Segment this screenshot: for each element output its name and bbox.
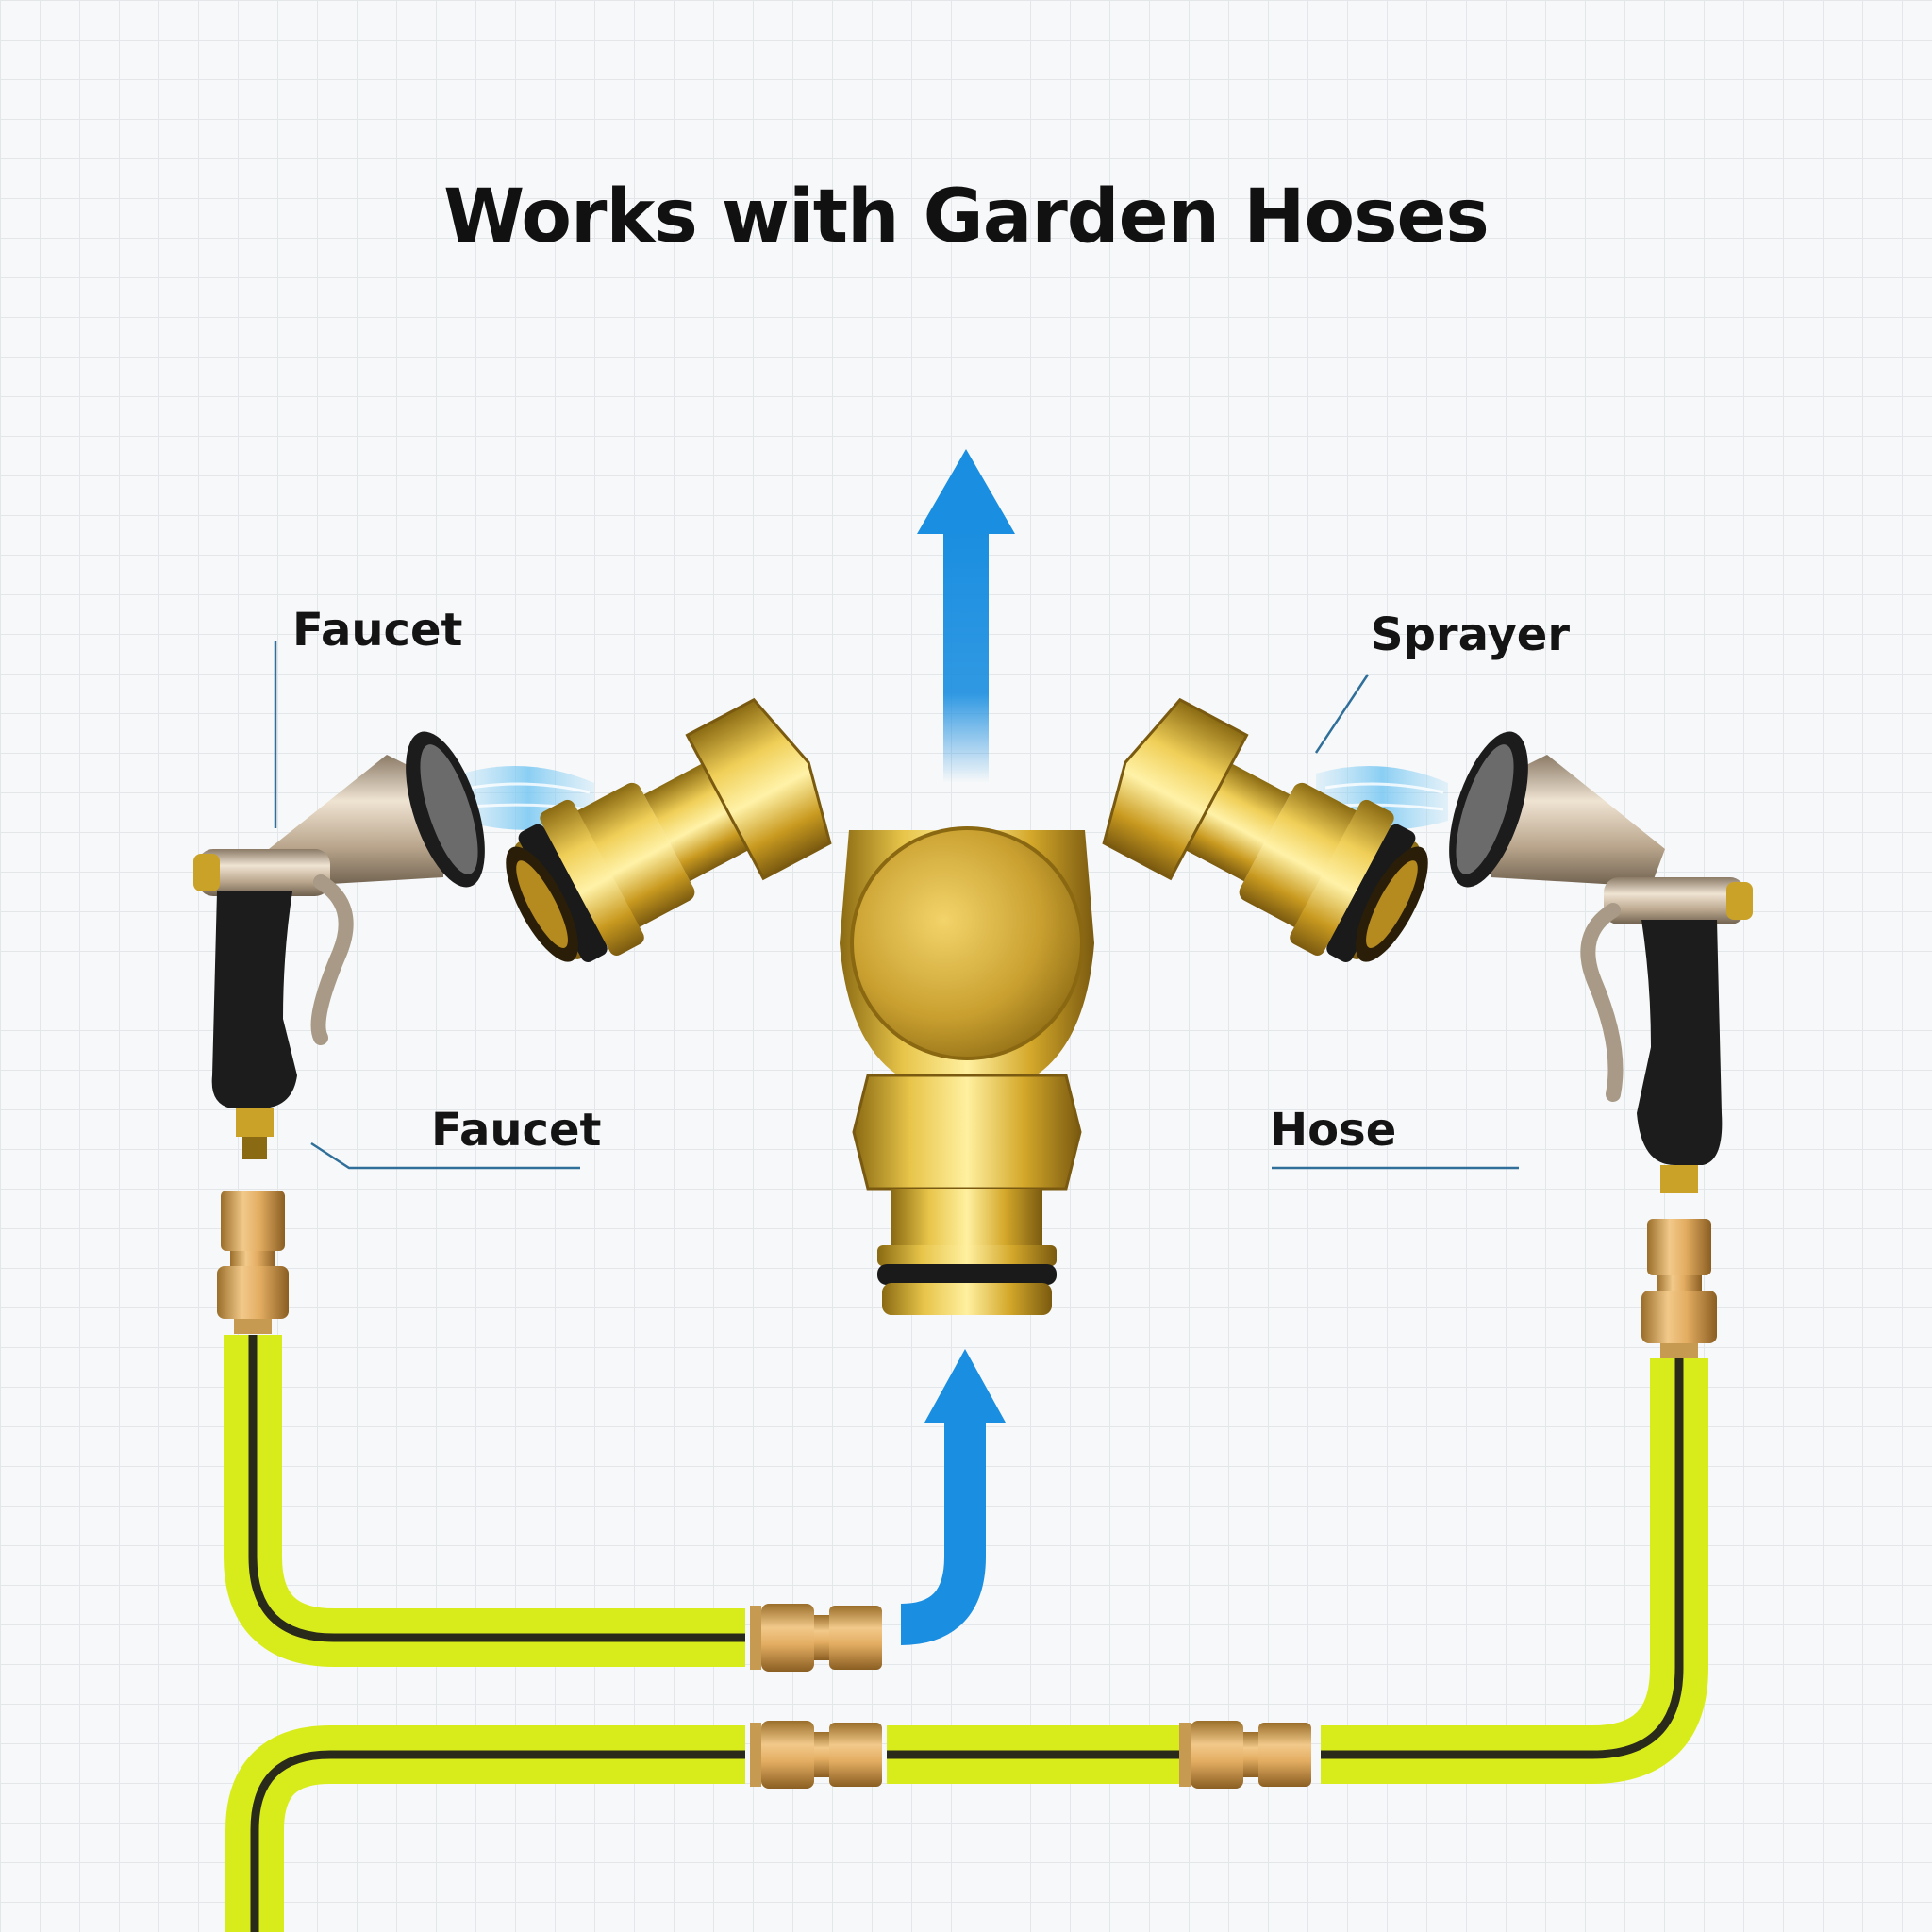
- label-faucet-top: Faucet: [292, 604, 463, 657]
- left-hose: [224, 1335, 745, 1667]
- flow-arrow-icon: [900, 1349, 1006, 1645]
- label-faucet-middle: Faucet: [431, 1104, 602, 1157]
- hose-connector-icon: [750, 1604, 882, 1672]
- bottom-hose: [225, 1725, 745, 1932]
- hose-connector-icon: [1179, 1721, 1311, 1789]
- right-hose: [1321, 1358, 1708, 1784]
- label-hose: Hose: [1270, 1104, 1397, 1157]
- hose-connector-icon: [1641, 1219, 1717, 1358]
- spray-nozzle-icon: [1449, 731, 1753, 1193]
- page-title: Works with Garden Hoses: [443, 175, 1490, 259]
- hose-connector-icon: [750, 1721, 882, 1789]
- hose-connector-icon: [217, 1191, 289, 1334]
- label-sprayer: Sprayer: [1371, 608, 1571, 661]
- flow-arrow-icon: [917, 449, 1015, 783]
- spray-nozzle-icon: [193, 731, 485, 1159]
- leader-lines: [274, 641, 1519, 1170]
- brass-y-splitter-icon: [506, 697, 1428, 1315]
